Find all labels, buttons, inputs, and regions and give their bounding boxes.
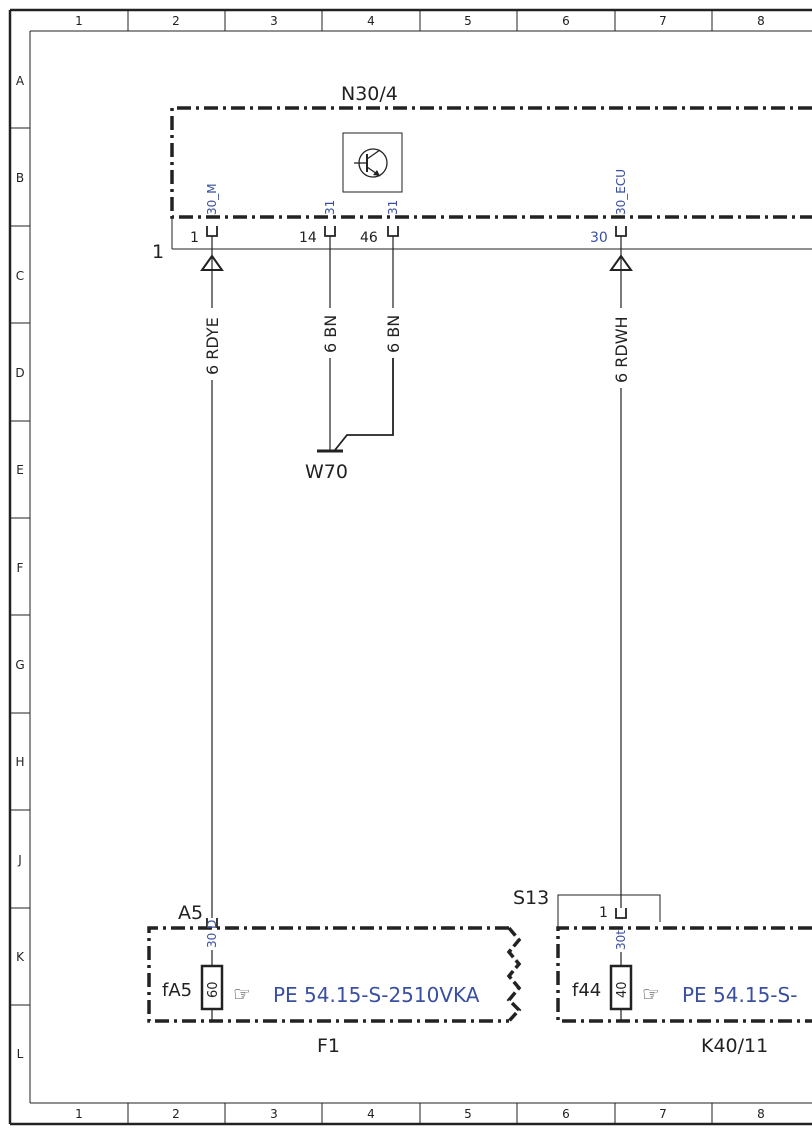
column-label: 7	[659, 14, 667, 28]
column-label: 5	[464, 14, 472, 28]
pin-1: 1 30_M	[190, 183, 219, 246]
k40-11-module: S13 1 30t 40 f44 ☞ PE 54.15-S- K40/11	[513, 887, 812, 1057]
wire-rdye: 6 RDYE	[203, 236, 222, 918]
row-label: F	[17, 561, 24, 575]
f1-module-label: A5	[178, 902, 203, 924]
pin-46: 46 31	[360, 200, 400, 246]
column-label: 6	[562, 14, 570, 28]
wire-bn-46: 6 BN	[334, 236, 403, 451]
connector-arrow-icon	[200, 254, 224, 271]
ground-label: W70	[305, 461, 348, 483]
f1-module: A5 30 D 60 fA5 ☞ PE 54.15-S-2510VKA F1	[147, 902, 522, 1057]
f1-label: F1	[317, 1035, 340, 1057]
column-label: 2	[172, 14, 180, 28]
row-labels: A B C D E F G H J K L	[15, 74, 25, 1061]
row-label: J	[17, 853, 22, 867]
pin-number: 14	[299, 230, 317, 246]
fuse-value: 40	[615, 981, 630, 998]
column-label: 1	[75, 1107, 83, 1121]
pin-name: 30 D	[205, 920, 219, 948]
pointing-hand-icon: ☞	[642, 982, 660, 1006]
column-label: 6	[562, 1107, 570, 1121]
wire-label: 6 BN	[384, 315, 403, 353]
pointing-hand-icon: ☞	[233, 982, 251, 1006]
n30-4-boundary	[170, 106, 812, 219]
column-label: 3	[270, 14, 278, 28]
pin-name: 31	[386, 200, 400, 215]
wire-label: 6 RDWH	[612, 316, 631, 383]
row-label: L	[17, 1047, 24, 1061]
n30-4-module: N30/4 1	[152, 83, 812, 263]
row-ticks	[10, 127, 30, 1006]
reference-link[interactable]: PE 54.15-S-2510VKA	[273, 983, 480, 1007]
k40-11-module-label: S13	[513, 887, 549, 909]
column-label: 5	[464, 1107, 472, 1121]
row-label: G	[15, 658, 24, 672]
connector-arrow-icon	[609, 254, 633, 271]
connector-number: 1	[152, 241, 164, 263]
frame	[8, 8, 812, 1126]
row-label: C	[16, 269, 24, 283]
transistor-icon	[342, 132, 403, 193]
k40-11-label: K40/11	[701, 1035, 768, 1057]
wire-label: 6 BN	[321, 315, 340, 353]
column-ticks	[127, 10, 713, 1124]
pin-name: 30t	[614, 930, 628, 950]
column-label: 4	[367, 1107, 375, 1121]
column-label: 4	[367, 14, 375, 28]
n30-4-label: N30/4	[341, 83, 398, 105]
row-label: B	[16, 171, 24, 185]
f1-boundary	[147, 926, 509, 1023]
column-label: 2	[172, 1107, 180, 1121]
column-labels-top: 1 2 3 4 5 6 7 8	[75, 14, 765, 28]
fuse-label: f44	[572, 980, 601, 1001]
pin-number: 1	[599, 905, 608, 921]
pin-30: 30 30_ECU	[590, 169, 628, 246]
column-label: 7	[659, 1107, 667, 1121]
pin-number: 30	[590, 230, 608, 246]
row-label: A	[16, 74, 25, 88]
pin-14: 14 31	[299, 200, 337, 246]
pin-name: 30_ECU	[614, 169, 628, 215]
pin-number: 46	[360, 230, 378, 246]
row-label: H	[15, 755, 24, 769]
pin-number: 1	[190, 230, 199, 246]
wire-rdwh: 6 RDWH	[612, 236, 631, 908]
row-label: D	[15, 366, 24, 380]
k40-11-boundary	[556, 926, 812, 1023]
reference-link[interactable]: PE 54.15-S-	[682, 983, 797, 1007]
column-label: 8	[757, 1107, 765, 1121]
fuse-value: 60	[206, 981, 221, 998]
column-label: 3	[270, 1107, 278, 1121]
wire-bn-14: 6 BN	[321, 236, 340, 450]
column-label: 1	[75, 14, 83, 28]
column-label: 8	[757, 14, 765, 28]
wire-label: 6 RDYE	[203, 317, 222, 375]
ground-w70: W70	[305, 449, 348, 483]
pin-name: 30_M	[205, 183, 219, 215]
row-label: K	[16, 950, 25, 964]
fuse-label: fA5	[162, 980, 192, 1001]
column-labels-bottom: 1 2 3 4 5 6 7 8	[75, 1107, 765, 1121]
pin-name: 31	[323, 200, 337, 215]
row-label: E	[16, 463, 24, 477]
